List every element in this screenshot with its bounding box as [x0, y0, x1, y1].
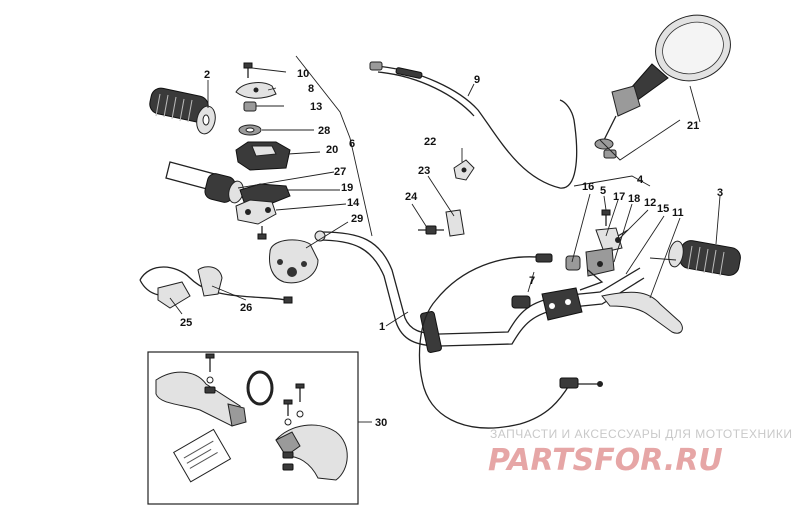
label-2: 2 — [204, 69, 210, 81]
label-15: 15 — [657, 203, 669, 215]
label-22: 22 — [424, 136, 436, 148]
label-24: 24 — [405, 191, 418, 203]
mirror — [594, 14, 731, 159]
part-number-labels: 1 2 3 4 5 6 7 8 9 10 11 12 13 14 15 16 1… — [180, 68, 723, 429]
label-28: 28 — [318, 125, 330, 137]
left-grip — [149, 87, 216, 135]
watermark-tagline: ЗАПЧАСТИ И АКСЕССУАРЫ ДЛЯ МОТОТЕХНИКИ — [490, 427, 792, 441]
label-19: 19 — [341, 182, 353, 194]
hand-guard-kit-inset — [147, 351, 359, 505]
throttle-grip — [165, 161, 244, 204]
label-21: 21 — [687, 120, 699, 132]
label-13: 13 — [310, 101, 322, 113]
label-18: 18 — [628, 193, 640, 205]
label-27: 27 — [334, 166, 346, 178]
label-20: 20 — [326, 144, 338, 156]
leader-lines — [169, 55, 721, 423]
label-10: 10 — [297, 68, 309, 80]
label-5: 5 — [600, 185, 606, 197]
label-17: 17 — [613, 191, 625, 203]
clutch-cable — [418, 253, 603, 429]
label-29: 29 — [351, 213, 363, 225]
label-1: 1 — [379, 321, 385, 333]
label-23: 23 — [418, 165, 430, 177]
label-7: 7 — [529, 275, 535, 287]
label-16: 16 — [582, 181, 594, 193]
label-4: 4 — [637, 174, 644, 186]
label-6: 6 — [349, 138, 355, 150]
label-14: 14 — [347, 197, 360, 209]
label-26: 26 — [240, 302, 252, 314]
label-11: 11 — [672, 207, 684, 219]
brake-lever — [601, 291, 683, 334]
watermark: ЗАПЧАСТИ И АКСЕССУАРЫ ДЛЯ МОТОТЕХНИКИ PA… — [488, 427, 792, 478]
brake-master-cylinder — [565, 209, 629, 291]
cable-clip-parts — [418, 159, 475, 237]
label-30: 30 — [375, 417, 387, 429]
label-12: 12 — [644, 197, 656, 209]
label-25: 25 — [180, 317, 192, 329]
watermark-logo: PARTSFOR.RU — [488, 443, 723, 478]
label-3: 3 — [717, 187, 723, 199]
label-9: 9 — [474, 74, 480, 86]
throttle-cable — [369, 61, 578, 189]
right-grip — [668, 240, 741, 277]
clutch-switch — [511, 287, 583, 321]
switch-housing-parts — [235, 62, 291, 240]
throttle-housing — [269, 239, 319, 284]
label-8: 8 — [308, 83, 314, 95]
handlebar — [314, 230, 645, 353]
switch-wiring — [139, 266, 293, 309]
